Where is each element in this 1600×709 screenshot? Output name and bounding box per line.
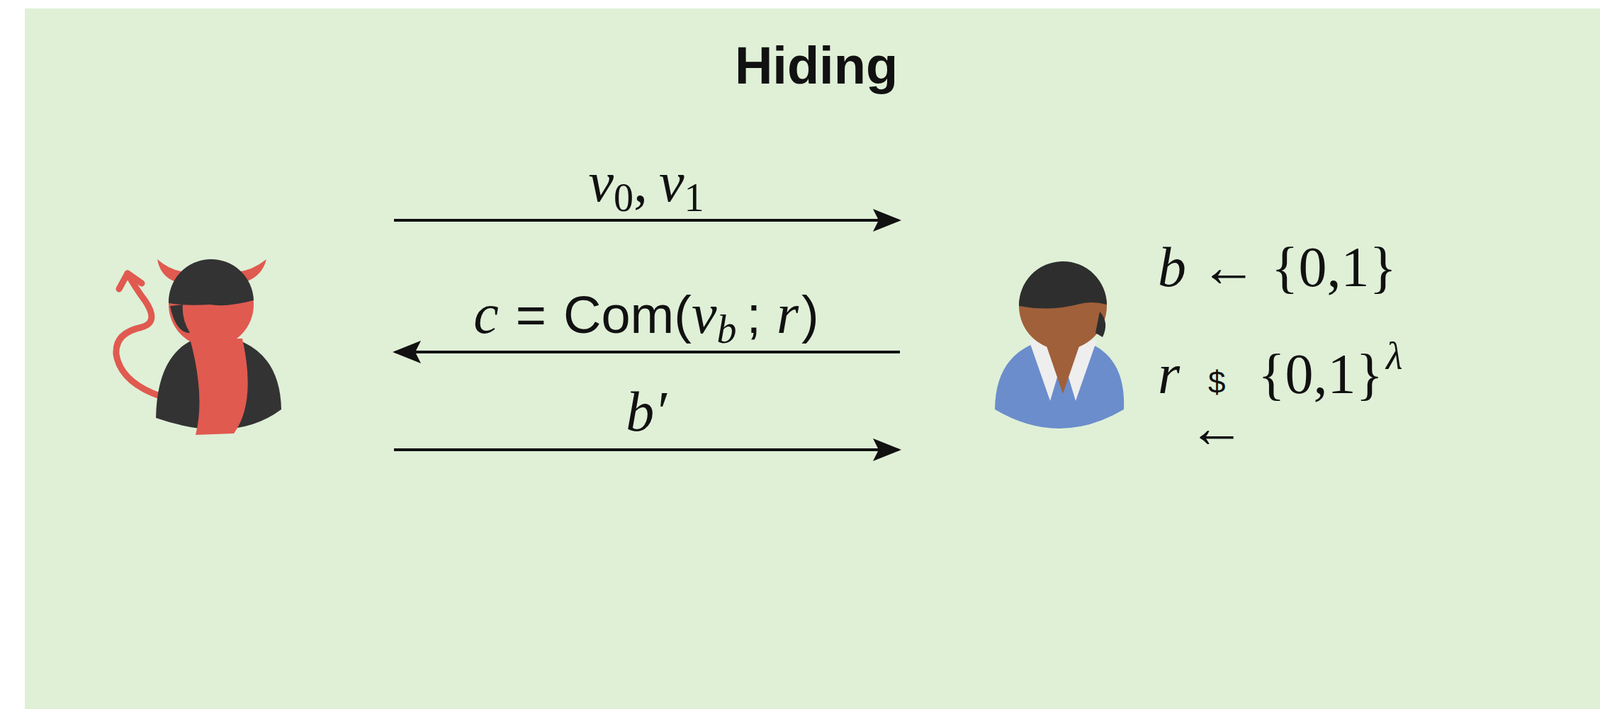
math-label: b <box>1157 235 1187 299</box>
challenger-icon <box>994 261 1124 429</box>
diagram-title: Hiding <box>734 36 898 95</box>
math-label: v <box>658 150 685 214</box>
math-label: ← <box>1200 235 1258 299</box>
math-label: b′ <box>625 380 667 443</box>
math-label: 1 <box>684 176 705 221</box>
message-arrow <box>393 218 899 222</box>
formula-row: r$←{0,1}λ <box>1157 342 1403 460</box>
math-label: b <box>716 308 737 353</box>
sample-arrow: $← <box>1188 368 1245 460</box>
math-label: v <box>691 282 718 346</box>
math-label: , <box>633 150 648 214</box>
math-label: $ <box>1208 368 1226 397</box>
message-arrow <box>395 350 900 354</box>
math-label: r <box>1157 342 1180 406</box>
math-label: Com( <box>563 286 692 344</box>
math-label: 0 <box>613 176 634 221</box>
math-label: {0,1} <box>1271 235 1397 299</box>
math-label: r <box>776 282 799 346</box>
formula-row: v0,v1 <box>588 150 704 214</box>
formula-row: b←{0,1} <box>1157 235 1397 299</box>
message-arrow <box>393 448 899 452</box>
math-label: ; <box>746 286 762 344</box>
math-label: = <box>515 286 547 344</box>
math-label: c <box>473 282 499 346</box>
formula-row: c=Com(vb;r) <box>473 282 820 346</box>
math-label: ) <box>801 286 820 344</box>
math-label: v <box>588 150 614 214</box>
math-label: {0,1} <box>1257 342 1384 406</box>
formula-row: b′ <box>625 380 667 443</box>
adversary-icon <box>116 259 282 436</box>
math-label: ← <box>1188 396 1245 460</box>
math-label: λ <box>1386 335 1403 378</box>
